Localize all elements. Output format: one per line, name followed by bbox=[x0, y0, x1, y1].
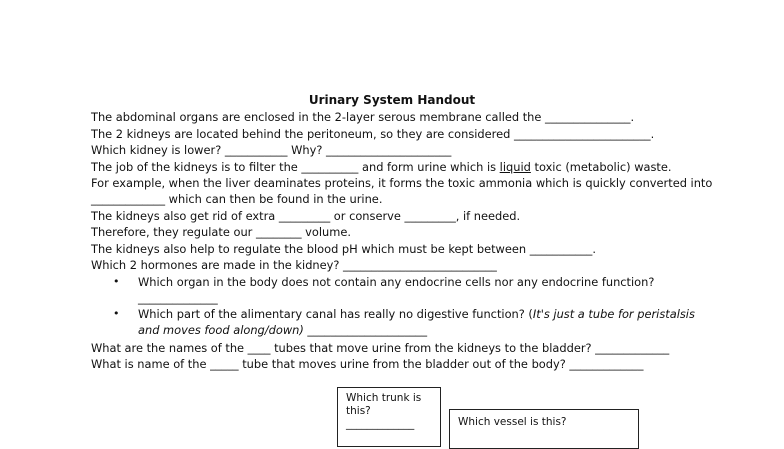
line-peritoneum: The abdominal organs are enclosed in the… bbox=[91, 110, 635, 124]
bullet-alimentary-blank: _____________________ bbox=[303, 323, 428, 337]
bullet-endocrine-question: Which organ in the body does not contain… bbox=[138, 275, 655, 289]
trunk-question-blank: _____________ bbox=[346, 418, 415, 430]
line-urea-blank: _____________ which can then be found in… bbox=[91, 192, 383, 206]
line-regulate-volume: Therefore, they regulate our ________ vo… bbox=[91, 225, 351, 239]
line-kidney-job-part3: toxic (metabolic) waste. bbox=[530, 160, 672, 174]
trunk-question-line1: Which trunk is bbox=[346, 392, 422, 404]
line-example-ammonia: For example, when the liver deaminates p… bbox=[91, 176, 713, 190]
line-kidney-lower: Which kidney is lower? ___________ Why? … bbox=[91, 143, 452, 157]
bullet-alimentary-italic1: It's just a tube for peristalsis bbox=[532, 307, 695, 321]
line-ureters: What are the names of the ____ tubes tha… bbox=[91, 341, 670, 355]
bullet-alimentary-question: Which part of the alimentary canal has r… bbox=[138, 307, 695, 321]
line-urethra: What is name of the _____ tube that move… bbox=[91, 357, 644, 371]
line-kidney-job-part1: The job of the kidneys is to filter the … bbox=[91, 160, 500, 174]
trunk-question-box: Which trunk is this? _____________ bbox=[337, 387, 441, 447]
line-extra-conserve: The kidneys also get rid of extra ______… bbox=[91, 209, 521, 223]
bullet-endocrine-blank: ______________ bbox=[138, 291, 218, 305]
bullet-alimentary-italic2: and moves food along/down) bbox=[138, 323, 304, 337]
line-kidney-job: The job of the kidneys is to filter the … bbox=[91, 160, 672, 174]
page-title: Urinary System Handout bbox=[308, 93, 476, 107]
line-hormones: Which 2 hormones are made in the kidney?… bbox=[91, 258, 497, 272]
line-blood-ph: The kidneys also help to regulate the bl… bbox=[91, 242, 596, 256]
bullet-alimentary-continued: and moves food along/down) _____________… bbox=[138, 323, 427, 337]
bullet-marker-1: • bbox=[113, 275, 120, 288]
line-kidney-job-underlined: liquid bbox=[499, 160, 531, 174]
bullet-marker-2: • bbox=[113, 307, 120, 320]
vessel-question-box: Which vessel is this? bbox=[449, 409, 639, 449]
bullet-alimentary-part1: Which part of the alimentary canal has r… bbox=[138, 307, 533, 321]
trunk-question-line2: this? bbox=[346, 405, 371, 417]
vessel-question-text: Which vessel is this? bbox=[458, 416, 567, 428]
line-retroperitoneal: The 2 kidneys are located behind the per… bbox=[91, 127, 655, 141]
